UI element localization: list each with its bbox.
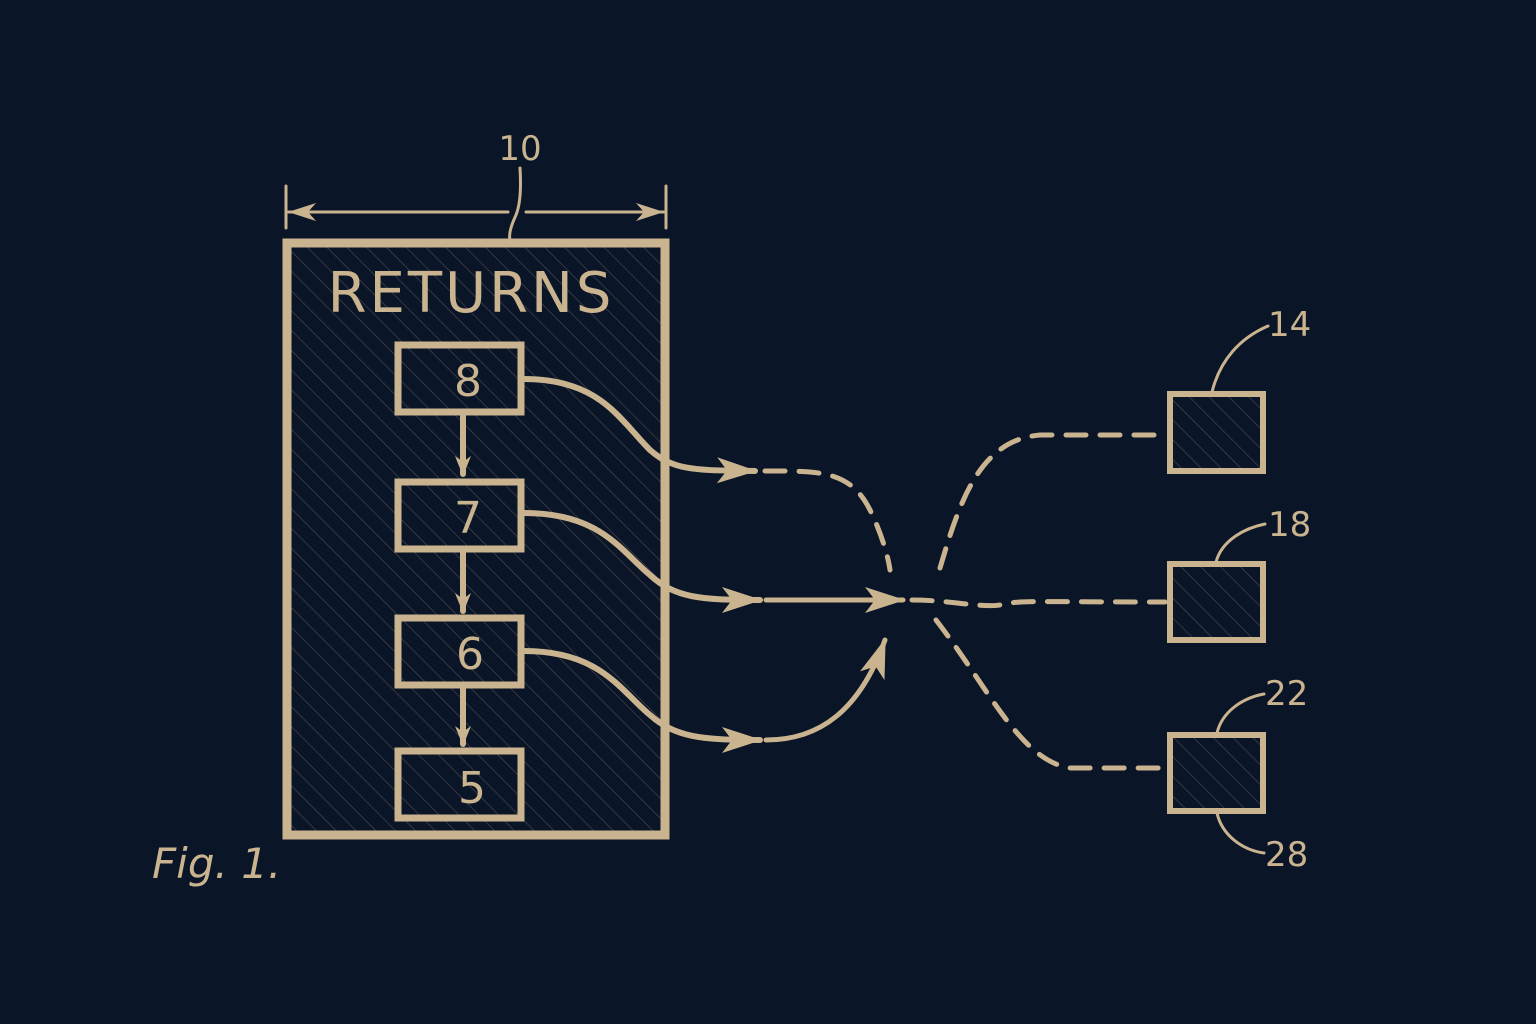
flow-curve-8	[521, 376, 893, 573]
returns-title: RETURNS	[328, 261, 615, 326]
box-6-label: 6	[456, 629, 484, 680]
dimension-line	[284, 166, 668, 242]
figure-label: Fig. 1.	[152, 839, 281, 888]
connector-to-14	[937, 432, 1168, 571]
target-box-22	[1167, 692, 1266, 855]
connector-to-18	[909, 597, 1168, 609]
box-8-label: 8	[454, 356, 482, 407]
ref-28-label: 28	[1265, 835, 1308, 875]
box-7	[394, 478, 525, 553]
target-box-18	[1167, 522, 1267, 643]
box-6	[394, 614, 525, 689]
target-box-14	[1167, 324, 1270, 474]
flow-curve-6	[521, 637, 888, 753]
ref-10-label: 10	[498, 129, 541, 169]
ref-18-label: 18	[1268, 505, 1311, 545]
ref-14-label: 14	[1268, 305, 1311, 345]
box-5	[394, 747, 525, 822]
box-5-label: 5	[458, 763, 486, 814]
ref-22-label: 22	[1265, 674, 1308, 714]
flow-curve-7	[521, 510, 906, 613]
connector-to-22	[933, 617, 1168, 771]
box-7-label: 7	[454, 493, 482, 544]
box-8	[394, 341, 525, 416]
